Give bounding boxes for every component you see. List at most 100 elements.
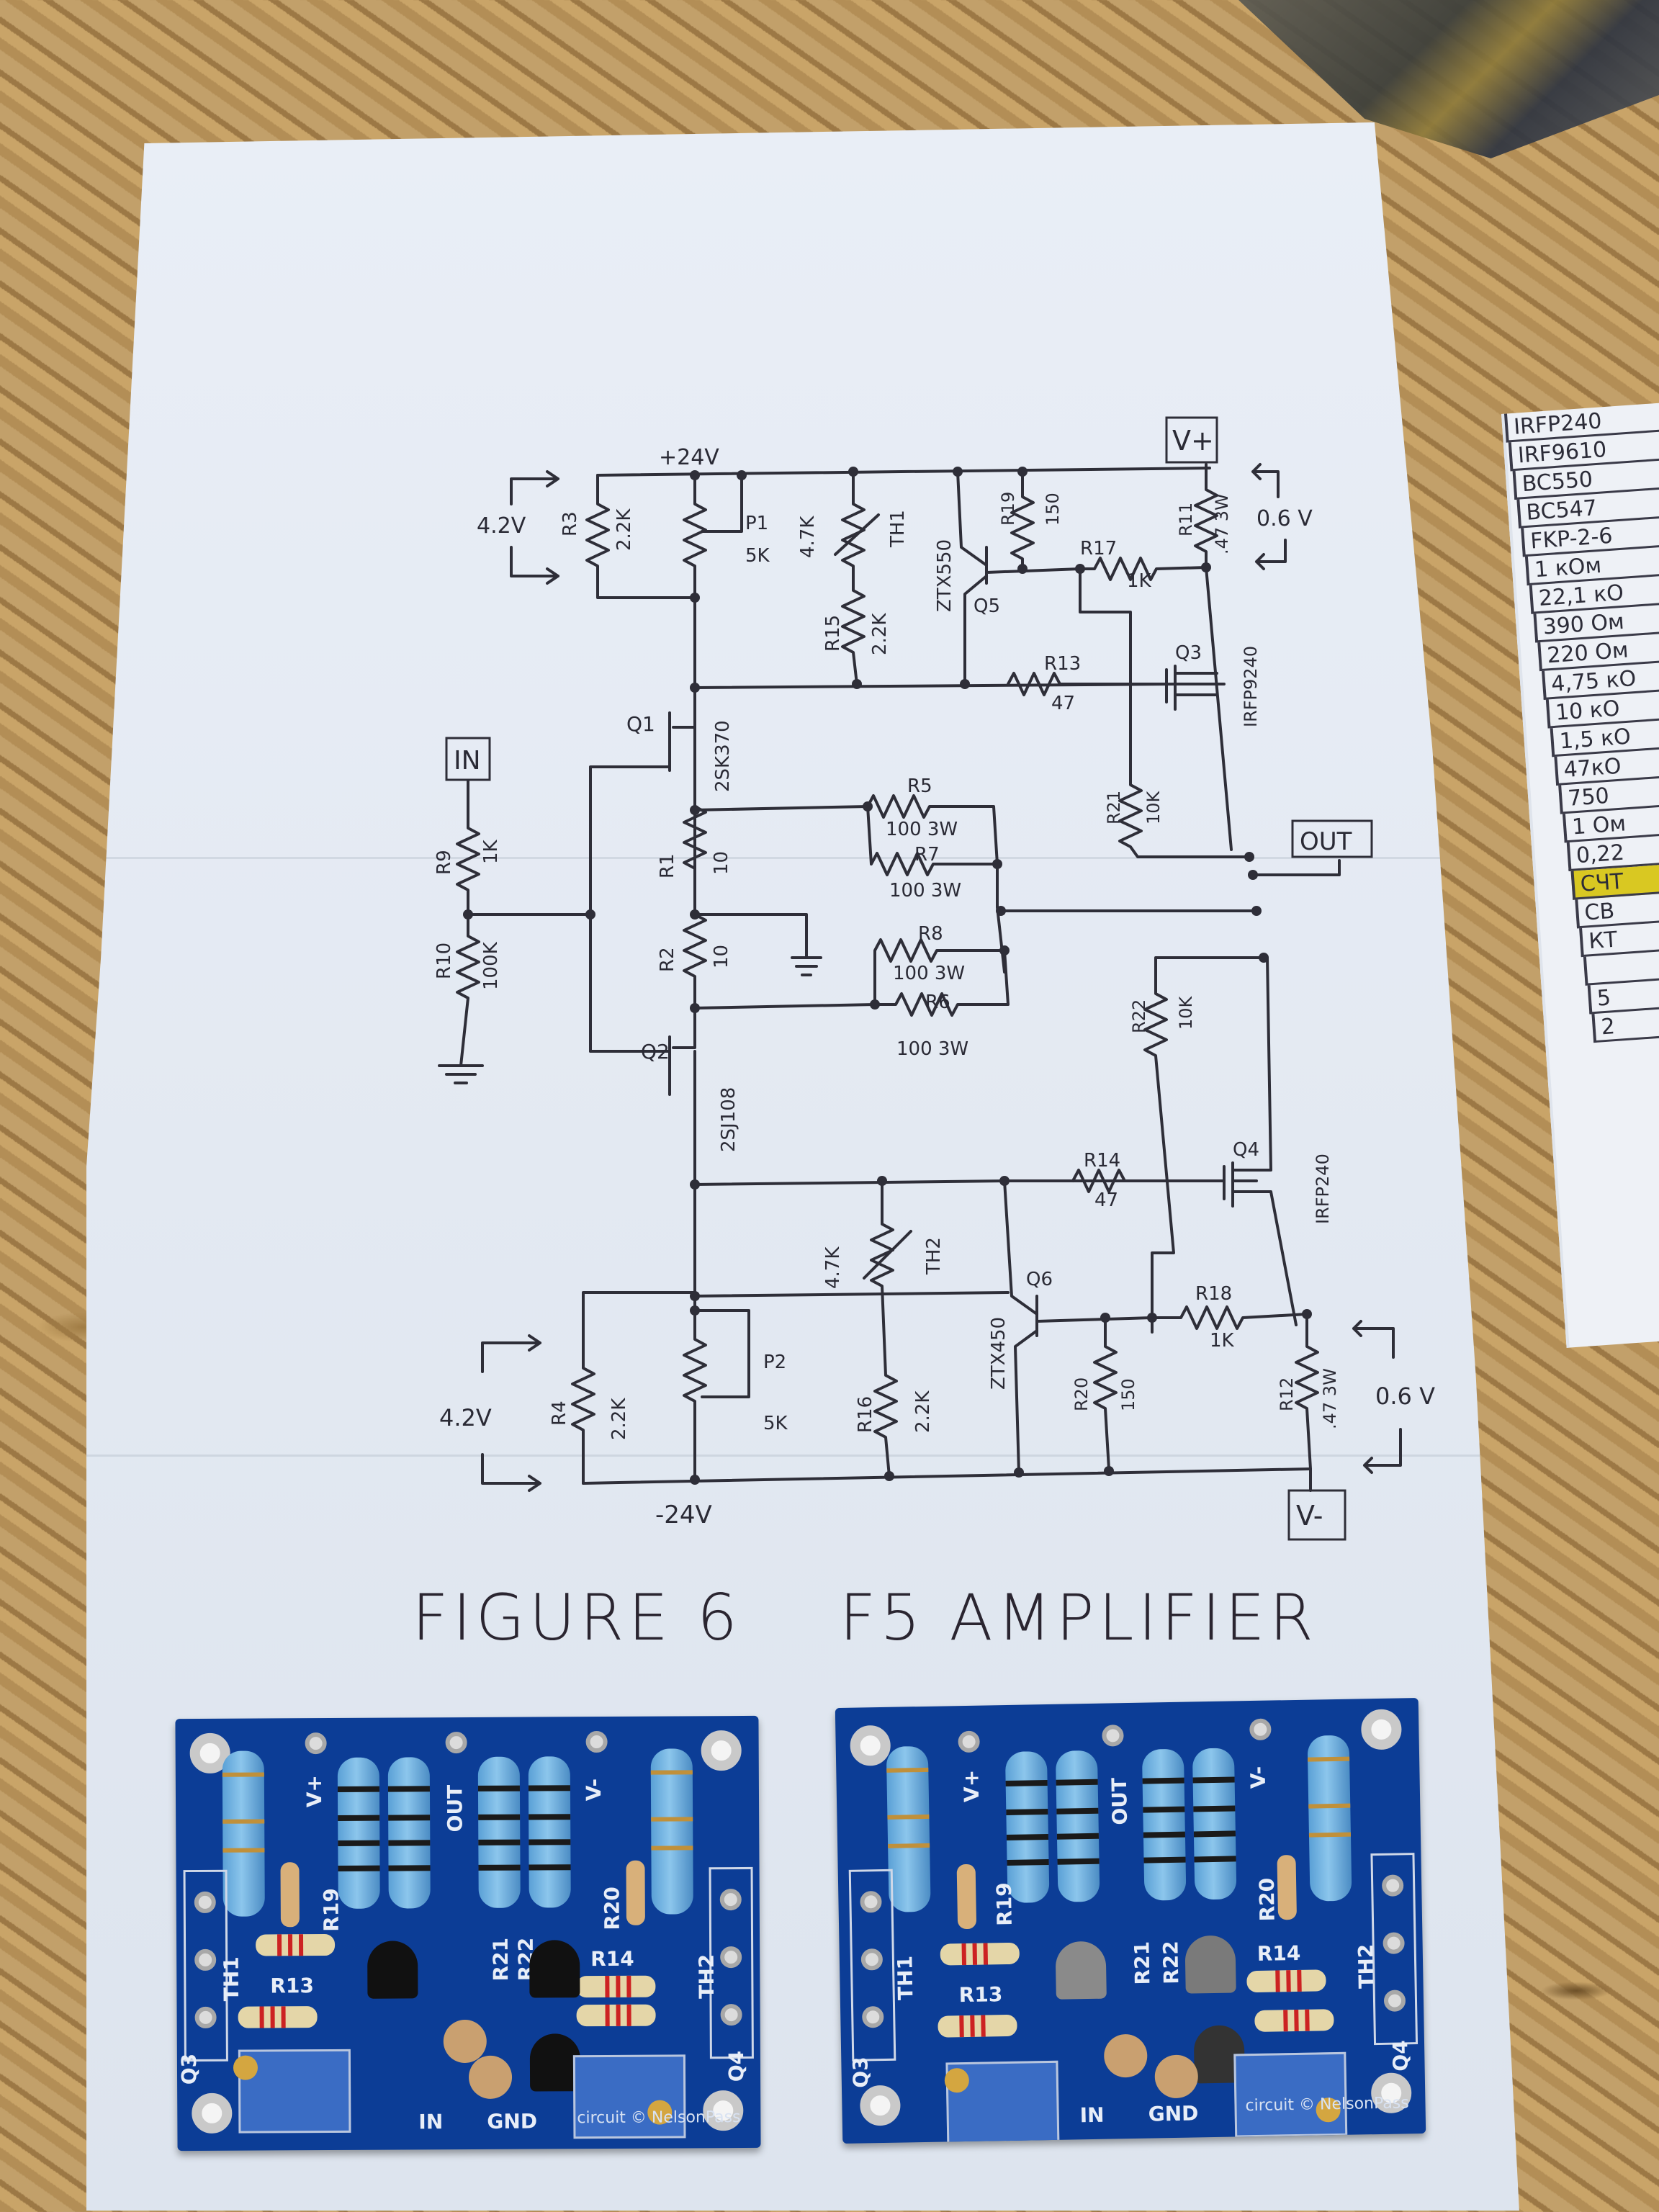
potentiometer-P2 (683, 1295, 750, 1478)
terminal-in: IN (454, 746, 481, 775)
silk-r22: R22 (1159, 1940, 1184, 1985)
resistor-R18 (1277, 1854, 1298, 1920)
voltage-arrow-bottom-right (1352, 1320, 1402, 1474)
pad (194, 2006, 217, 2028)
resistor-R16 (238, 2006, 318, 2028)
silk-q3: Q3 (848, 2056, 873, 2089)
silk-r14: R14 (590, 1946, 634, 1972)
thermistor-TH2-R16 (870, 1179, 898, 1478)
pad-v-minus (1249, 1718, 1272, 1741)
label-R6: R6 (925, 992, 950, 1013)
voltage-arrow-top-right (1251, 463, 1287, 570)
pad (720, 2004, 742, 2026)
part-Q1: 2SK370 (712, 720, 734, 792)
label-P1: P1 (745, 513, 768, 534)
voltage-arrow-top-left (510, 470, 559, 585)
power-resistor-R6 (1192, 1748, 1237, 1900)
silk-v-minus: V- (582, 1778, 606, 1802)
silk-q4: Q4 (724, 2050, 749, 2082)
value-R15: 2.2K (869, 613, 891, 655)
value-R8: 100 3W (893, 963, 965, 984)
value-R16: 2.2K (912, 1390, 934, 1433)
resistor-R22 (1143, 956, 1265, 1334)
label-R5: R5 (907, 775, 932, 797)
pad (194, 1891, 216, 1913)
label-Q6: Q6 (1026, 1269, 1053, 1290)
value-R1: 10 (711, 851, 732, 875)
paper-fold-line (86, 857, 1519, 859)
voltage-label-top-left: 4.2V (477, 513, 526, 539)
power-resistor-R7 (387, 1757, 431, 1909)
silk-in: IN (418, 2110, 444, 2134)
transistor-Q5 (367, 1941, 418, 1999)
value-R11: .47 3W (1212, 493, 1232, 554)
resistor-R4 (571, 1291, 696, 1485)
label-R18: R18 (1195, 1283, 1232, 1305)
negative-rail-label: -24V (655, 1501, 712, 1529)
label-R9: R9 (433, 850, 455, 875)
silk-th1: TH1 (219, 1956, 243, 2002)
silk-q4: Q4 (1388, 2040, 1413, 2072)
trimmer-P1 (944, 2060, 1060, 2144)
resistors-R1-R2 (683, 769, 707, 1010)
pcb-board-right: V+ OUT V- Q3 Q4 R19 R20 R13 R14 TH1 TH2 … (835, 1697, 1426, 2144)
silk-v-plus: V+ (302, 1774, 327, 1808)
thermistor-TH1-arrow (834, 513, 880, 556)
resistor-R17 (956, 1863, 977, 1930)
capacitor (1154, 2054, 1199, 2099)
voltage-label-bottom-right: 0.6 V (1375, 1382, 1435, 1410)
value-R21: 10K (1143, 790, 1164, 824)
paper-fold-line (86, 1455, 1519, 1457)
pad (720, 1946, 742, 1969)
pcb-credit: circuit © NelsonPass (1245, 2094, 1409, 2116)
mounting-hole (701, 1730, 742, 1771)
trimmer-P2 (1233, 2051, 1348, 2138)
value-P1: 5K (745, 545, 770, 567)
resistor-R20 (1093, 1316, 1118, 1470)
label-Q2: Q2 (641, 1040, 670, 1064)
junction-dots (463, 467, 1312, 1485)
jfet-Q2 (589, 1007, 696, 1096)
pad-out (445, 1732, 467, 1754)
silk-gnd: GND (1148, 2101, 1199, 2126)
resistor-R7 (866, 805, 999, 876)
pcb-credit: circuit © NelsonPass (577, 2108, 741, 2128)
power-resistor-R12 (1307, 1735, 1352, 1902)
value-R6: 100 3W (896, 1038, 968, 1060)
silk-th2: TH2 (1354, 1943, 1379, 1990)
silk-in: IN (1079, 2103, 1105, 2128)
resistor (576, 2004, 656, 2027)
terminal-v-minus-box (1287, 1489, 1346, 1541)
silk-gnd: GND (487, 2109, 538, 2134)
silk-r20: R20 (600, 1887, 624, 1930)
voltage-arrow-bottom-left (481, 1334, 541, 1492)
silk-r19: R19 (319, 1888, 343, 1932)
transistor-Q6 (529, 1940, 580, 1998)
pad-v-plus (305, 1732, 327, 1755)
resistor-R12 (1295, 1313, 1319, 1492)
negative-rail-wire (582, 1467, 1312, 1485)
silk-q3: Q3 (177, 2053, 202, 2085)
positive-rail-label: +24V (659, 445, 719, 470)
part-Q3: IRFP9240 (1241, 646, 1261, 727)
label-R4: R4 (549, 1401, 570, 1426)
power-resistor-R12 (650, 1748, 693, 1915)
label-Q3: Q3 (1175, 642, 1202, 664)
label-R21: R21 (1104, 791, 1124, 824)
silk-out: OUT (443, 1784, 467, 1833)
power-resistor-R6 (528, 1756, 571, 1908)
transistor-Q6 (1184, 1935, 1236, 1994)
value-TH1: 4.7K (797, 516, 819, 558)
resistor-R18 (1151, 1305, 1308, 1330)
voltage-label-bottom-left: 4.2V (439, 1404, 492, 1431)
transistor-Q6 (1003, 1179, 1154, 1474)
label-R16: R16 (855, 1396, 876, 1433)
label-R2: R2 (657, 947, 678, 972)
mounting-hole (859, 2085, 901, 2126)
silk-r13: R13 (270, 1974, 314, 1998)
value-R13: 47 (1051, 693, 1075, 714)
capacitor (443, 2019, 487, 2064)
label-R1: R1 (657, 853, 678, 878)
value-R10: 100K (480, 941, 502, 990)
value-R19: 150 (1043, 493, 1063, 526)
